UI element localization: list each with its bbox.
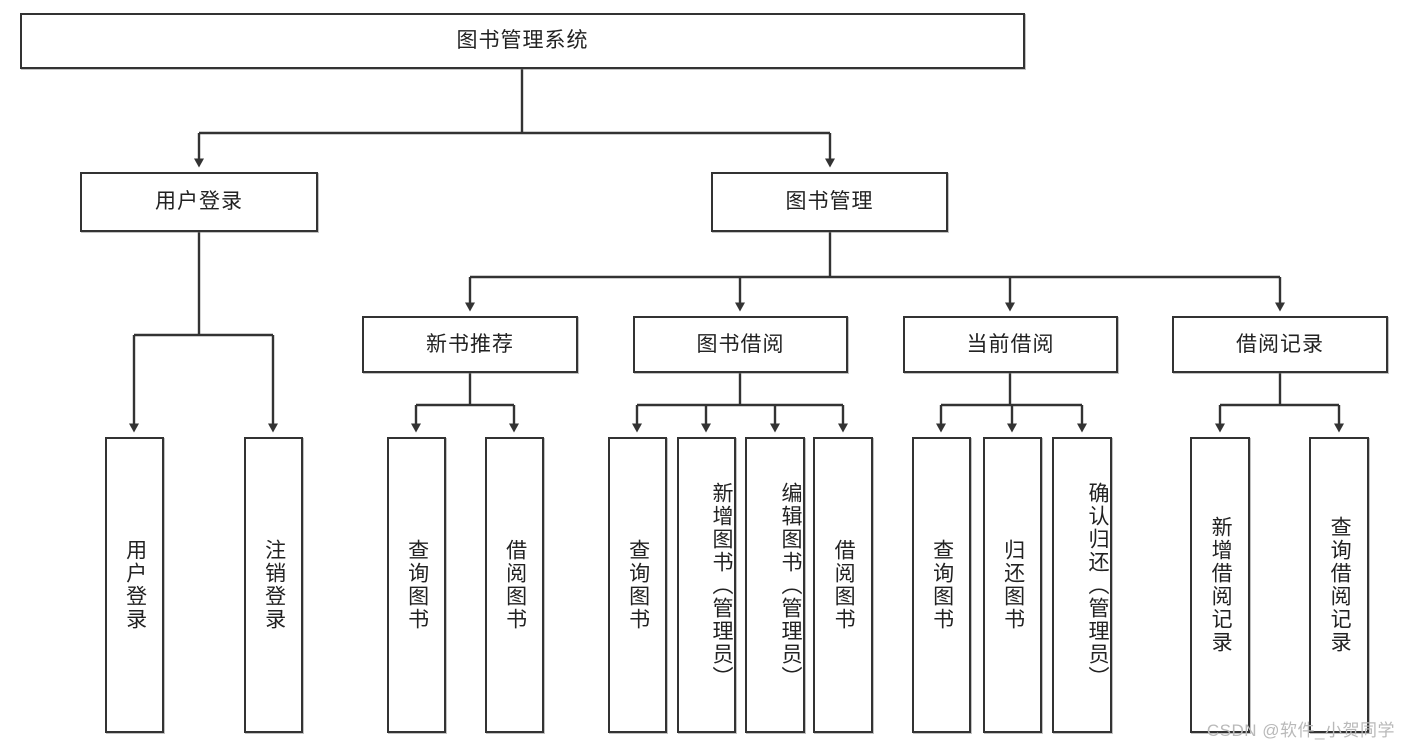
leaf-logout[interactable]: 注销登录 — [244, 437, 303, 733]
node-root[interactable]: 图书管理系统 — [20, 13, 1025, 69]
node-user-login[interactable]: 用户登录 — [80, 172, 318, 232]
leaf-query-books-current[interactable]: 查询图书 — [912, 437, 971, 733]
leaf-query-borrow-record[interactable]: 查询借阅记录 — [1309, 437, 1369, 733]
leaf-query-books-recommend-label: 查询图书 — [405, 539, 429, 631]
node-user-login-label: 用户登录 — [155, 190, 243, 214]
watermark: CSDN @软件_小贺同学 — [1206, 721, 1395, 740]
leaf-user-login-label: 用户登录 — [123, 539, 147, 631]
leaf-borrow-books-recommend[interactable]: 借阅图书 — [485, 437, 544, 733]
node-borrow-record-label: 借阅记录 — [1236, 332, 1324, 356]
leaf-user-login[interactable]: 用户登录 — [105, 437, 164, 733]
leaf-confirm-return-admin[interactable]: 确认归还（管理员） — [1052, 437, 1112, 733]
node-book-management-label: 图书管理 — [785, 190, 874, 214]
leaf-add-book-admin-label: 新增图书（管理员） — [710, 481, 733, 689]
leaf-return-books-label: 归还图书 — [1001, 539, 1025, 631]
leaf-confirm-return-admin-label: 确认归还（管理员） — [1086, 481, 1109, 689]
node-root-label: 图书管理系统 — [456, 29, 589, 53]
leaf-borrow-books[interactable]: 借阅图书 — [813, 437, 873, 733]
leaf-query-books-borrow[interactable]: 查询图书 — [608, 437, 667, 733]
node-borrow-record[interactable]: 借阅记录 — [1172, 316, 1388, 373]
leaf-query-books-recommend[interactable]: 查询图书 — [387, 437, 446, 733]
leaf-query-books-borrow-label: 查询图书 — [626, 539, 650, 631]
leaf-edit-book-admin-label: 编辑图书（管理员） — [779, 481, 802, 689]
leaf-add-book-admin[interactable]: 新增图书（管理员） — [677, 437, 736, 733]
node-new-book-recommend[interactable]: 新书推荐 — [362, 316, 578, 373]
node-book-borrow[interactable]: 图书借阅 — [633, 316, 848, 373]
node-current-borrow-label: 当前借阅 — [966, 332, 1055, 356]
leaf-query-books-current-label: 查询图书 — [930, 539, 954, 631]
node-book-management[interactable]: 图书管理 — [711, 172, 948, 232]
node-new-book-recommend-label: 新书推荐 — [426, 332, 514, 356]
leaf-query-borrow-record-label: 查询借阅记录 — [1328, 516, 1352, 654]
leaf-edit-book-admin[interactable]: 编辑图书（管理员） — [745, 437, 805, 733]
leaf-borrow-books-label: 借阅图书 — [832, 539, 856, 631]
leaf-add-borrow-record[interactable]: 新增借阅记录 — [1190, 437, 1250, 733]
node-current-borrow[interactable]: 当前借阅 — [903, 316, 1118, 373]
leaf-borrow-books-recommend-label: 借阅图书 — [503, 539, 527, 631]
leaf-return-books[interactable]: 归还图书 — [983, 437, 1042, 733]
leaf-add-borrow-record-label: 新增借阅记录 — [1209, 516, 1233, 654]
node-book-borrow-label: 图书借阅 — [696, 332, 785, 356]
leaf-logout-label: 注销登录 — [262, 539, 286, 631]
